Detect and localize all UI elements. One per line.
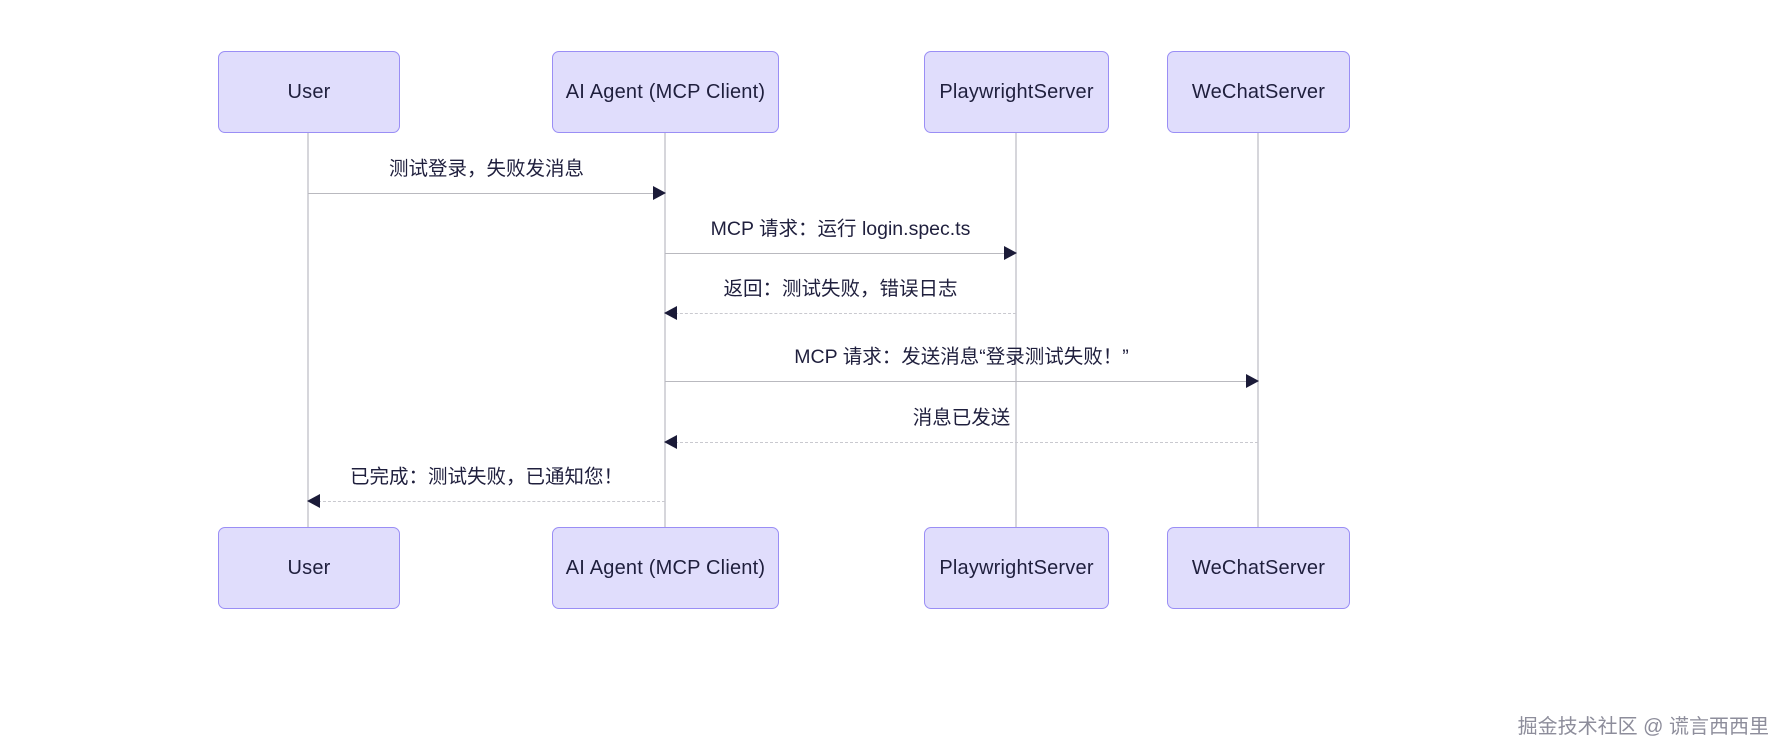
participant-box-agent-top[interactable]: AI Agent (MCP Client) <box>552 51 779 133</box>
message-label: 返回：测试失败，错误日志 <box>723 277 958 300</box>
arrowhead-icon <box>664 306 677 320</box>
arrowhead-icon <box>1246 374 1259 388</box>
participant-label: WeChatServer <box>1191 80 1326 103</box>
participant-label: PlaywrightServer <box>939 556 1094 579</box>
lifeline-wechat <box>1257 133 1259 527</box>
participant-box-wechat-bottom[interactable]: WeChatServer <box>1167 527 1350 609</box>
message-label: 已完成：测试失败，已通知您！ <box>349 465 623 488</box>
message-line <box>665 253 1016 254</box>
participant-box-playwright-bottom[interactable]: PlaywrightServer <box>924 527 1109 609</box>
message-line <box>665 381 1258 382</box>
participant-label: AI Agent (MCP Client) <box>565 556 766 579</box>
lifeline-playwright <box>1015 133 1017 527</box>
participant-box-wechat-top[interactable]: WeChatServer <box>1167 51 1350 133</box>
lifeline-user <box>307 133 309 527</box>
participant-label: User <box>287 556 331 579</box>
message-label: MCP 请求：运行 login.spec.ts <box>710 217 971 240</box>
participant-box-user-top[interactable]: User <box>218 51 400 133</box>
message-label: 消息已发送 <box>912 406 1011 429</box>
arrowhead-icon <box>664 435 677 449</box>
message-label: MCP 请求：发送消息“登录测试失败！” <box>794 345 1129 368</box>
participant-label: User <box>287 80 331 103</box>
participant-label: WeChatServer <box>1191 556 1326 579</box>
message-label: 测试登录，失败发消息 <box>388 157 584 180</box>
message-line <box>665 442 1258 443</box>
message-line <box>308 193 665 194</box>
message-line <box>308 501 665 502</box>
participant-box-agent-bottom[interactable]: AI Agent (MCP Client) <box>552 527 779 609</box>
arrowhead-icon <box>307 494 320 508</box>
lifeline-agent <box>664 133 666 527</box>
arrowhead-icon <box>653 186 666 200</box>
participant-box-playwright-top[interactable]: PlaywrightServer <box>924 51 1109 133</box>
message-line <box>665 313 1016 314</box>
participant-box-user-bottom[interactable]: User <box>218 527 400 609</box>
watermark: 掘金技术社区 @ 谎言西西里 <box>1517 716 1769 738</box>
participant-label: AI Agent (MCP Client) <box>565 80 766 103</box>
participant-label: PlaywrightServer <box>939 80 1094 103</box>
arrowhead-icon <box>1004 246 1017 260</box>
